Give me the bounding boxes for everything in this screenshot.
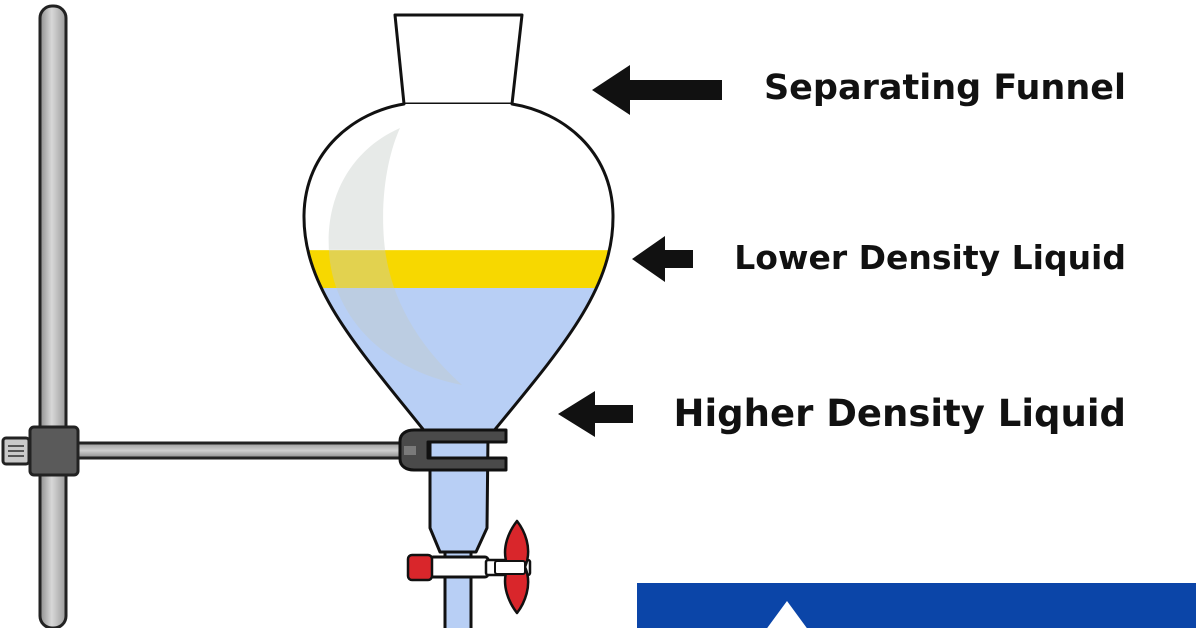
stand-rod	[38, 4, 68, 628]
arrow-higher-density-liquid	[558, 391, 633, 437]
lower-density-liquid	[303, 250, 614, 288]
label-separating-funnel: Separating Funnel	[763, 68, 1126, 108]
arrow-lower-density-liquid	[632, 236, 693, 282]
label-higher-density-liquid: Higher Density Liquid	[673, 392, 1127, 435]
triangle-icon	[765, 601, 809, 628]
arrow-separating-funnel	[592, 65, 722, 115]
clamp-arm	[68, 441, 404, 460]
glass-highlight	[328, 128, 462, 385]
funnel-stopper	[393, 13, 524, 106]
funnel-neck	[428, 434, 490, 554]
boss-head	[28, 425, 80, 477]
clamp-jaw	[398, 428, 508, 472]
stopcock-cap-left	[406, 553, 434, 582]
corner-banner	[637, 583, 1196, 628]
stopcock-barrel	[428, 555, 490, 579]
label-lower-density-liquid: Lower Density Liquid	[734, 238, 1126, 277]
